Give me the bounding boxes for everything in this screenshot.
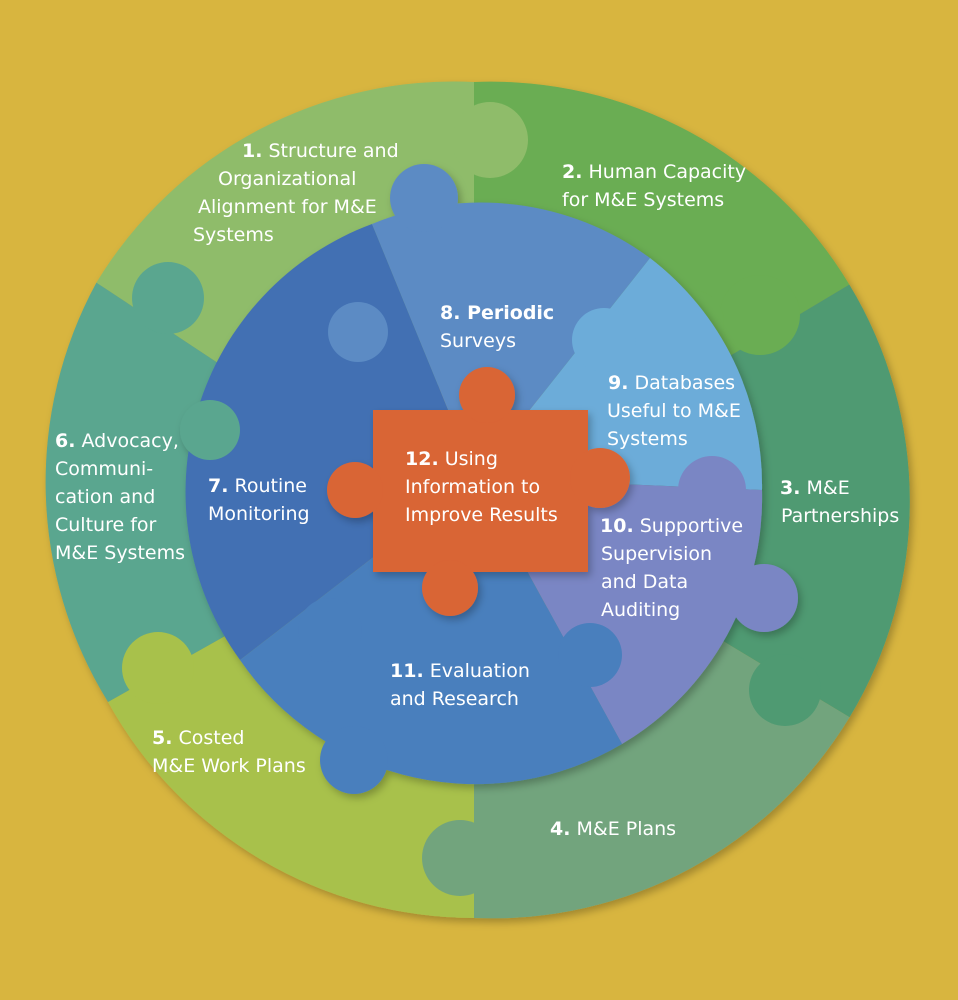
piece-8 [372, 202, 650, 478]
label-p7-number: 7. [208, 475, 228, 497]
tab-4-5 [422, 820, 498, 896]
label-p4: 4. M&E Plans [550, 818, 676, 840]
label-p1-number: 1. [242, 140, 262, 162]
tab-12-bottom [422, 560, 478, 616]
tab-11-7 [298, 598, 362, 662]
tab-9-8 [572, 308, 636, 372]
tab-7-6 [180, 400, 240, 460]
tab-12-left [327, 462, 383, 518]
label-p6-number: 6. [55, 430, 75, 452]
tab-11-5 [320, 726, 388, 794]
tab-8-1 [390, 164, 458, 232]
piece-12 [373, 410, 588, 572]
tab-3-4 [749, 654, 821, 726]
tab-10-9 [678, 456, 746, 524]
tab-11-10 [558, 623, 622, 687]
label-p12-number: 12. [405, 448, 439, 470]
label-p3-number: 3. [780, 477, 800, 499]
label-p11-number: 11. [390, 660, 424, 682]
label-p4-number: 4. [550, 818, 570, 840]
tab-2-3 [720, 275, 800, 355]
label-p2-number: 2. [562, 161, 582, 183]
tab-12-top [459, 367, 515, 423]
tab-1-2 [452, 102, 528, 178]
piece-7 [185, 224, 476, 660]
tab-12-right [570, 448, 630, 508]
tab-8-7 [328, 302, 388, 362]
tab-5-6 [122, 632, 194, 704]
label-p10-number: 10. [600, 515, 634, 537]
label-p8-number: 8. [440, 302, 460, 324]
tab-10-3 [730, 564, 798, 632]
label-p9-number: 9. [608, 372, 628, 394]
center-piece [327, 367, 630, 616]
tab-6-1 [132, 262, 204, 334]
piece-11 [240, 478, 622, 785]
label-p5-number: 5. [152, 727, 172, 749]
